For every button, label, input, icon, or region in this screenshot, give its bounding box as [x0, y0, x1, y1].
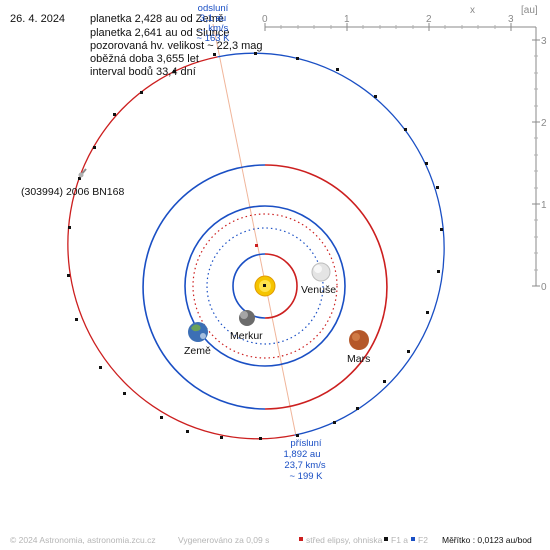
mercury-planet — [239, 310, 255, 326]
mercury-label: Merkur — [230, 330, 263, 342]
asteroid-label: (303994) 2006 BN168 — [21, 186, 124, 198]
x-tick-2: 2 — [426, 14, 432, 25]
venus-label: Venuše — [301, 284, 336, 296]
aphelion-title: odsluní — [198, 3, 229, 14]
perihelion-label: přísluní 1,892 au 23,7 km/s ~ 199 K — [284, 438, 326, 482]
mars-label: Mars — [347, 353, 370, 365]
legend-center-foci: střed elipsy, ohniska — [306, 535, 383, 545]
mars-orbit-dotted — [192, 213, 338, 359]
asteroid-marker — [78, 168, 87, 178]
aphelion-temperature: ~ 163 K — [196, 33, 230, 44]
y-tick-0: 0 — [541, 282, 547, 293]
venus-planet — [311, 262, 331, 282]
y-axis-title: [au] — [521, 5, 538, 16]
generated-time-text: Vygenerováno za 0,09 s — [178, 535, 269, 545]
date-label: 26. 4. 2024 — [10, 13, 65, 25]
info-line-period: oběžná doba 3,655 let — [90, 53, 199, 65]
venus-orbit — [206, 227, 324, 345]
legend-f2: F2 — [418, 535, 428, 545]
perihelion-title: přísluní — [290, 438, 322, 449]
perihelion-distance: 1,892 au — [284, 449, 321, 460]
y-tick-1: 1 — [541, 200, 547, 211]
perihelion-speed: 23,7 km/s — [284, 460, 325, 471]
x-tick-3: 3 — [508, 14, 514, 25]
ellipse-center-marker — [255, 244, 258, 247]
earth-orbit — [184, 205, 346, 367]
mars-orbit — [142, 164, 388, 410]
legend-f1: F1 a — [391, 535, 408, 545]
sun — [254, 275, 276, 297]
y-tick-2: 2 — [541, 118, 547, 129]
x-axis-title: x — [470, 5, 475, 16]
asteroid-orbit — [67, 52, 445, 440]
earth-planet — [188, 322, 208, 342]
y-tick-3: 3 — [541, 36, 547, 47]
scale-text: Měřítko : 0,0123 au/bod — [442, 535, 532, 545]
perihelion-temperature: ~ 199 K — [289, 471, 323, 482]
copyright-text: © 2024 Astronomia, astronomia.zcu.cz — [10, 535, 156, 545]
footer: © 2024 Astronomia, astronomia.zcu.cz Vyg… — [10, 535, 532, 545]
aphelion-label: odsluní 3,1 au ... km/s ~ 163 K — [196, 3, 230, 44]
aphelion-speed: ... km/s — [198, 23, 229, 34]
aphelion-distance: 3,1 au — [200, 13, 226, 24]
asteroid-orbit-points — [67, 52, 443, 440]
mars-planet — [349, 330, 369, 350]
x-tick-1: 1 — [344, 14, 350, 25]
info-line-magnitude: pozorovaná hv. velikost ~ 22,3 mag — [90, 40, 263, 52]
earth-label: Země — [184, 345, 211, 357]
info-line-distance-earth: planetka 2,428 au od Země — [90, 13, 224, 25]
info-line-distance-sun: planetka 2,641 au od Slunce — [90, 27, 229, 39]
info-line-interval: interval bodů 33,4 dní — [90, 66, 196, 78]
apsis-line — [212, 23, 297, 437]
axes: 0 1 2 3 x [au] 3 2 1 0 — [262, 5, 547, 293]
x-tick-0: 0 — [262, 14, 268, 25]
